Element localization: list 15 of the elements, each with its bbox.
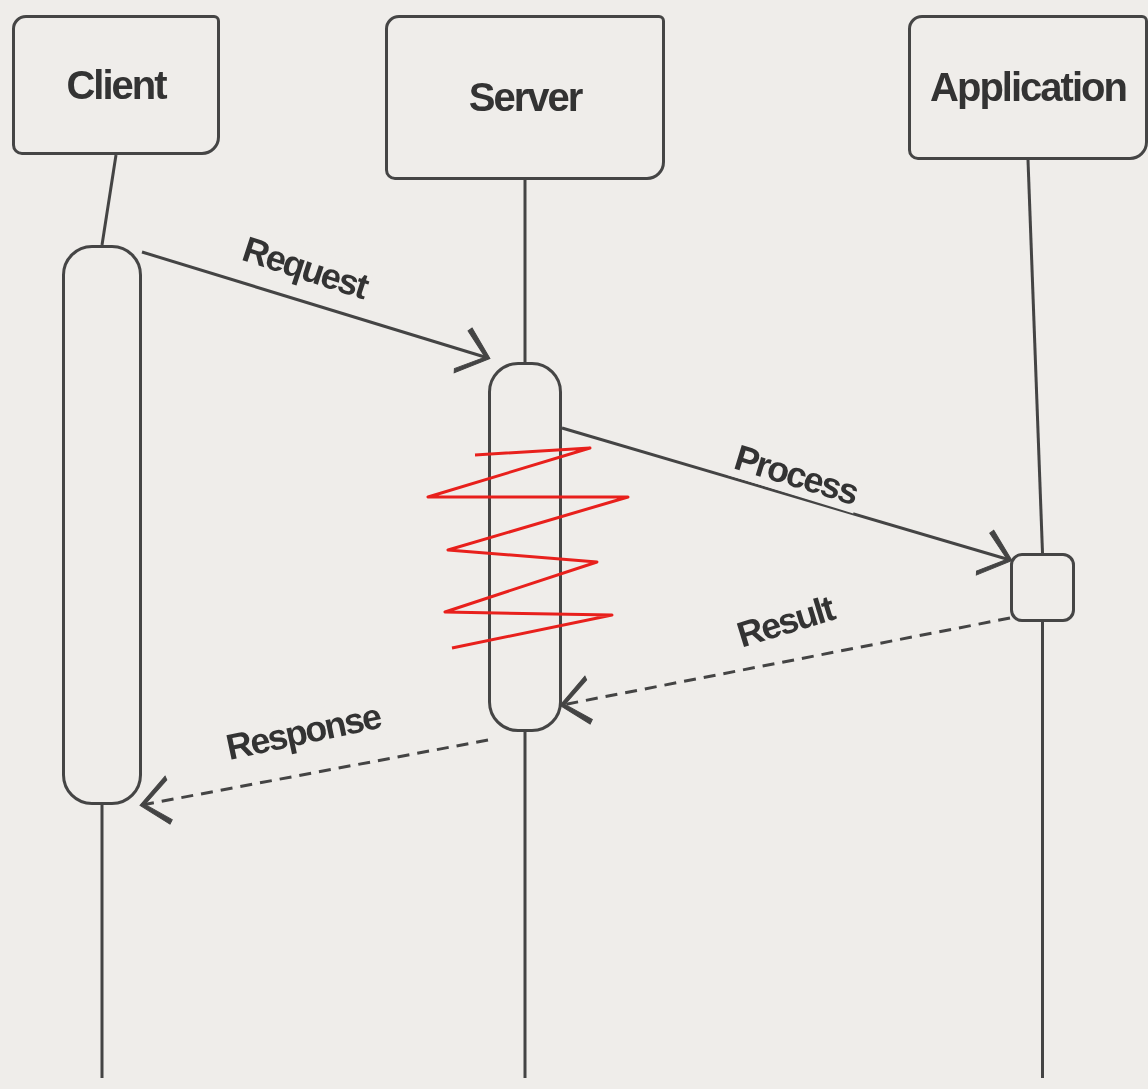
lifeline [100, 805, 104, 1078]
lifeline [100, 154, 118, 246]
activation-bar [488, 362, 562, 732]
participant-box [908, 15, 1148, 160]
lifeline [523, 180, 527, 362]
activation-bar [62, 245, 142, 805]
lifeline [523, 732, 527, 1078]
participant-name: Client [66, 62, 166, 108]
lifeline [1026, 159, 1044, 554]
lifeline [1041, 622, 1044, 1078]
activation-box [1010, 553, 1075, 622]
participant-name: Server [468, 75, 582, 120]
participant-box [385, 15, 665, 180]
participant-name: Application [930, 65, 1126, 110]
participant-box [12, 15, 220, 155]
